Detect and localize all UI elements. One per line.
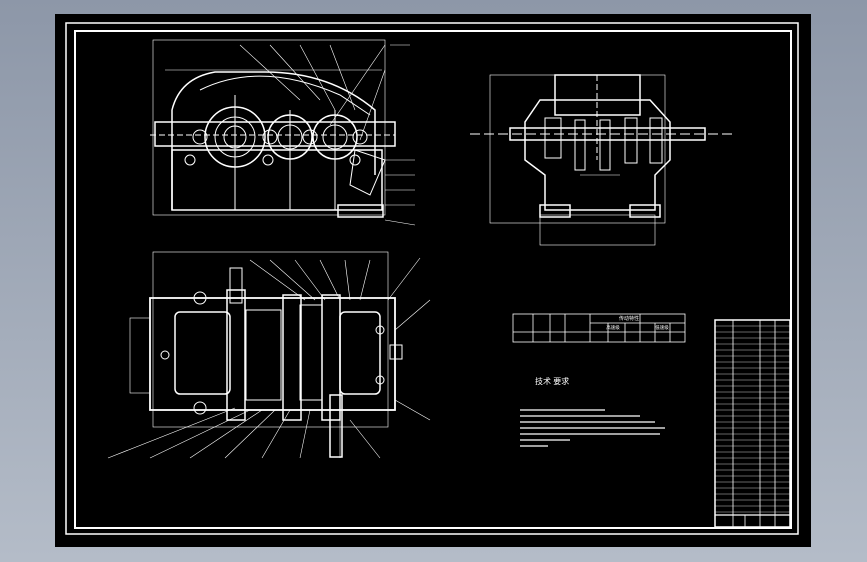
parts-list (714, 319, 791, 528)
tech-requirements-notes (520, 409, 665, 447)
front-view (150, 39, 416, 226)
table-sub-right: 低速级 (655, 324, 669, 331)
drawing-sheet (55, 14, 811, 547)
parts-list-rows (715, 325, 790, 513)
inner-border (74, 30, 792, 529)
side-view (470, 74, 735, 246)
characteristics-table (512, 313, 686, 343)
outer-border (65, 22, 799, 535)
tech-requirements-title: 技术 要求 (535, 376, 569, 386)
top-section-view (107, 251, 431, 459)
table-group-label: 传动特性 (619, 315, 639, 322)
table-sub-left: 高速级 (606, 324, 620, 331)
